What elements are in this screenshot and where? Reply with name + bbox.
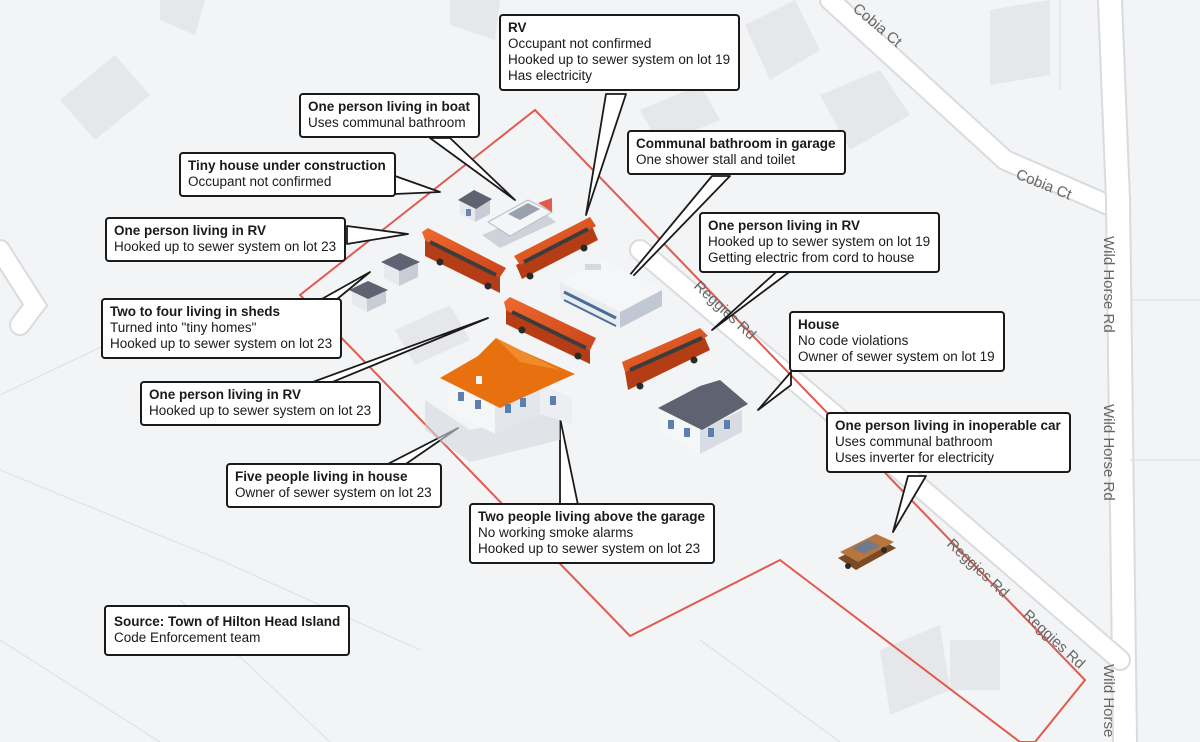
callout-line: Hooked up to sewer system on lot 23 bbox=[114, 239, 337, 254]
callout-line: Hooked up to sewer system on lot 19 bbox=[508, 52, 731, 67]
callout-house: House No code violations Owner of sewer … bbox=[789, 311, 1005, 372]
callout-line: Hooked up to sewer system on lot 23 bbox=[110, 336, 333, 351]
callout-line: Hooked up to sewer system on lot 19 bbox=[708, 234, 931, 249]
callout-title: One person living in RV bbox=[708, 218, 861, 233]
callout-title: Two people living above the garage bbox=[478, 509, 706, 524]
callout-bathroom: Communal bathroom in garage One shower s… bbox=[627, 130, 846, 175]
callout-line: No code violations bbox=[798, 333, 909, 348]
callout-line: Uses inverter for electricity bbox=[835, 450, 995, 465]
callout-title: One person living in inoperable car bbox=[835, 418, 1061, 433]
callout-sheds: Two to four living in sheds Turned into … bbox=[101, 298, 343, 359]
parcel-blocks bbox=[60, 0, 1050, 715]
road-label-wild-3: Wild Horse bbox=[1100, 664, 1117, 737]
callout-line: One shower stall and toilet bbox=[636, 152, 796, 167]
callout-line: No working smoke alarms bbox=[478, 525, 634, 540]
callout-title: One person living in boat bbox=[308, 99, 471, 114]
callout-car: One person living in inoperable car Uses… bbox=[826, 412, 1071, 473]
tiny-house-construction bbox=[458, 190, 492, 222]
callout-line: Occupant not confirmed bbox=[188, 174, 332, 189]
callout-boat: One person living in boat Uses communal … bbox=[299, 93, 481, 138]
callout-title: One person living in RV bbox=[114, 223, 267, 238]
callout-rv-lower: One person living in RV Hooked up to sew… bbox=[140, 381, 382, 426]
callout-five-people: Five people living in house Owner of sew… bbox=[226, 463, 442, 508]
road-label-wild-2: Wild Horse Rd bbox=[1100, 404, 1117, 501]
callout-line: Has electricity bbox=[508, 68, 593, 83]
sheds bbox=[349, 253, 420, 312]
bathroom-garage bbox=[560, 260, 662, 328]
callout-title: House bbox=[798, 317, 840, 332]
rv-top bbox=[514, 217, 598, 280]
callout-rv-right: One person living in RV Hooked up to sew… bbox=[699, 212, 941, 273]
callout-title: Two to four living in sheds bbox=[110, 304, 280, 319]
boat bbox=[482, 198, 556, 248]
callout-source: Source: Town of Hilton Head Island Code … bbox=[104, 605, 351, 656]
callout-rv-top: RV Occupant not confirmed Hooked up to s… bbox=[499, 14, 741, 91]
callout-title: One person living in RV bbox=[149, 387, 302, 402]
inoperable-car bbox=[838, 534, 896, 570]
road-label-wild-1: Wild Horse Rd bbox=[1100, 236, 1117, 333]
callout-line: Turned into "tiny homes" bbox=[110, 320, 257, 335]
house-lot-19 bbox=[658, 380, 748, 454]
callout-title: Five people living in house bbox=[235, 469, 408, 484]
callout-line: Occupant not confirmed bbox=[508, 36, 652, 51]
lot-boundary bbox=[298, 108, 1087, 742]
callout-title: Tiny house under construction bbox=[188, 158, 386, 173]
callout-line: Hooked up to sewer system on lot 23 bbox=[478, 541, 701, 556]
callout-title: Communal bathroom in garage bbox=[636, 136, 836, 151]
callout-line: Getting electric from cord to house bbox=[708, 250, 915, 265]
main-house bbox=[425, 338, 575, 462]
callout-rv-left: One person living in RV Hooked up to sew… bbox=[105, 217, 347, 262]
callout-tiny-house: Tiny house under construction Occupant n… bbox=[179, 152, 396, 197]
callout-line: Hooked up to sewer system on lot 23 bbox=[149, 403, 372, 418]
callout-line: Owner of sewer system on lot 23 bbox=[235, 485, 432, 500]
callout-line: Owner of sewer system on lot 19 bbox=[798, 349, 995, 364]
callout-line: Code Enforcement team bbox=[114, 630, 261, 645]
callout-line: Uses communal bathroom bbox=[835, 434, 993, 449]
callout-line: Uses communal bathroom bbox=[308, 115, 466, 130]
rv-right bbox=[622, 328, 710, 390]
rv-left bbox=[422, 228, 506, 293]
callout-garage: Two people living above the garage No wo… bbox=[469, 503, 716, 564]
rv-center bbox=[504, 297, 596, 364]
callout-title: RV bbox=[508, 20, 527, 35]
callout-title: Source: Town of Hilton Head Island bbox=[114, 614, 341, 629]
